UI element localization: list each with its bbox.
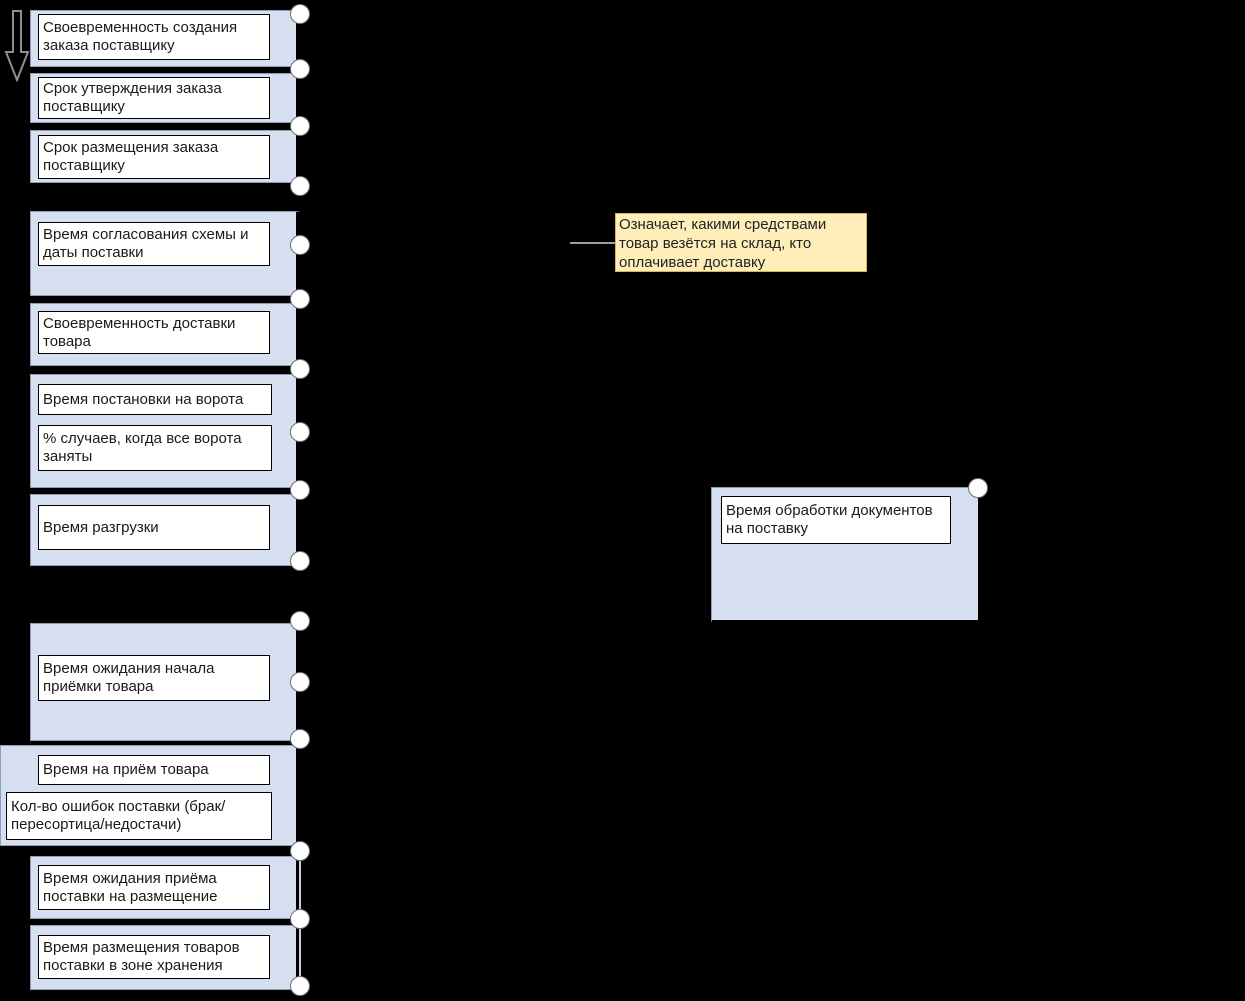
kpi-label: Время ожидания приёма поставки на размещ… xyxy=(43,869,218,905)
kpi-box[interactable]: Время постановки на ворота xyxy=(38,384,272,415)
connection-point[interactable] xyxy=(290,289,310,309)
connection-point[interactable] xyxy=(290,729,310,749)
kpi-box[interactable]: Время согласования схемы и даты поставки xyxy=(38,222,270,266)
kpi-label: Время размещения товаров поставки в зоне… xyxy=(43,939,240,974)
stage-panel[interactable]: Своевременность создания заказа поставщи… xyxy=(30,10,300,67)
kpi-label: % случаев, когда все ворота заняты xyxy=(43,430,242,465)
kpi-label: Время ожидания начала приёмки товара xyxy=(43,660,215,695)
kpi-label: Своевременность доставки товара xyxy=(43,314,236,350)
note-text: Означает, какими средствами товар везётс… xyxy=(619,216,827,271)
kpi-box[interactable]: Время на приём товара xyxy=(38,755,270,785)
stage-panel[interactable]: Время согласования схемы и даты поставки xyxy=(30,211,300,296)
kpi-label: Срок утверждения заказа поставщику xyxy=(43,80,222,115)
note-callout[interactable]: Означает, какими средствами товар везётс… xyxy=(615,213,867,272)
kpi-label: Время на приём товара xyxy=(43,761,209,778)
flow-direction-down-arrow-icon[interactable] xyxy=(4,10,32,83)
connection-point[interactable] xyxy=(290,4,310,24)
connection-point[interactable] xyxy=(290,841,310,861)
connection-point[interactable] xyxy=(290,59,310,79)
connection-point[interactable] xyxy=(290,235,310,255)
kpi-box[interactable]: Время обработки документов на поставку xyxy=(721,496,951,544)
kpi-box[interactable]: Срок утверждения заказа поставщику xyxy=(38,77,270,119)
kpi-box[interactable]: Кол-во ошибок поставки (брак/пересортица… xyxy=(6,792,272,840)
stage-panel-right[interactable]: Время обработки документов на поставку xyxy=(711,487,981,623)
stage-panel[interactable]: Своевременность доставки товара xyxy=(30,303,300,366)
stage-panel[interactable]: Время разгрузки xyxy=(30,494,300,566)
connector-line xyxy=(299,919,301,986)
connection-point[interactable] xyxy=(290,611,310,631)
connection-point[interactable] xyxy=(290,422,310,442)
connection-point[interactable] xyxy=(290,176,310,196)
kpi-box[interactable]: Время размещения товаров поставки в зоне… xyxy=(38,935,270,979)
connection-point[interactable] xyxy=(290,909,310,929)
kpi-box[interactable]: Своевременность создания заказа поставщи… xyxy=(38,14,270,60)
stage-panel[interactable]: Время ожидания приёма поставки на размещ… xyxy=(30,856,300,919)
connector-line xyxy=(299,851,301,919)
stage-panel[interactable]: Время на приём товара Кол-во ошибок пост… xyxy=(0,745,300,846)
kpi-box[interactable]: Своевременность доставки товара xyxy=(38,311,270,354)
connection-point[interactable] xyxy=(290,480,310,500)
connection-point[interactable] xyxy=(290,976,310,996)
kpi-label: Время согласования схемы и даты поставки xyxy=(43,226,249,261)
stage-panel[interactable]: Срок размещения заказа поставщику xyxy=(30,130,300,183)
stage-panel[interactable]: Время постановки на ворота % случаев, ко… xyxy=(30,374,300,488)
kpi-box[interactable]: Время ожидания приёма поставки на размещ… xyxy=(38,865,270,910)
kpi-label: Своевременность создания заказа поставщи… xyxy=(43,19,238,54)
connection-point[interactable] xyxy=(290,359,310,379)
kpi-box[interactable]: Время разгрузки xyxy=(38,505,270,550)
kpi-box[interactable]: Время ожидания начала приёмки товара xyxy=(38,655,270,701)
connection-point[interactable] xyxy=(290,116,310,136)
callout-connector-line xyxy=(570,242,616,244)
kpi-box[interactable]: % случаев, когда все ворота заняты xyxy=(38,425,272,471)
stage-panel[interactable]: Время ожидания начала приёмки товара xyxy=(30,623,300,741)
connection-point[interactable] xyxy=(290,551,310,571)
kpi-label: Время разгрузки xyxy=(43,518,159,536)
kpi-label: Кол-во ошибок поставки (брак/пересортица… xyxy=(11,798,226,833)
connection-point[interactable] xyxy=(290,672,310,692)
kpi-label: Срок размещения заказа поставщику xyxy=(43,139,219,174)
connection-point[interactable] xyxy=(968,478,988,498)
kpi-label: Время обработки документов на поставку xyxy=(726,502,933,537)
stage-panel[interactable]: Время размещения товаров поставки в зоне… xyxy=(30,925,300,990)
stage-panel[interactable]: Срок утверждения заказа поставщику xyxy=(30,73,300,123)
kpi-label: Время постановки на ворота xyxy=(43,390,244,408)
kpi-box[interactable]: Срок размещения заказа поставщику xyxy=(38,135,270,179)
